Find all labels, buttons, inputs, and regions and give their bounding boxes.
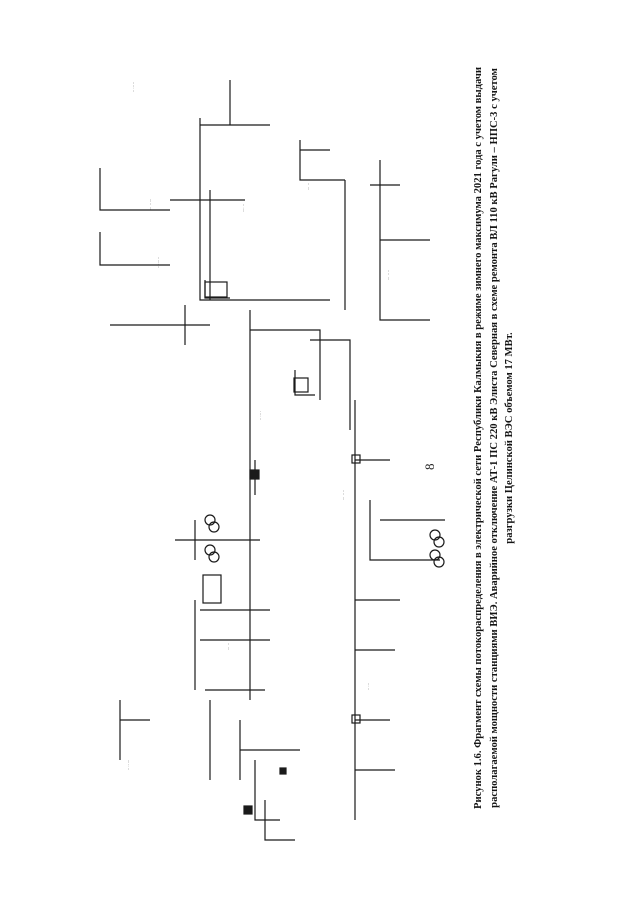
switch-block — [202, 574, 222, 604]
bus-line — [199, 118, 330, 301]
bus-line — [310, 339, 351, 430]
bus-line — [379, 160, 430, 321]
diagram-label: ··· ·· ··· — [149, 199, 153, 210]
diagram-label: ··· ·· — [307, 183, 311, 190]
figure-caption: Рисунок 1.6. Фрагмент схемы потокораспре… — [471, 58, 518, 818]
breaker — [279, 767, 287, 775]
switch-block — [351, 454, 361, 464]
diagram-label: ··· ·· — [227, 643, 231, 650]
switch-block — [204, 281, 228, 298]
diagram-label: ·· ·· ··· — [127, 760, 131, 770]
diagram-label: ·· ··· · — [259, 411, 263, 420]
breaker — [249, 469, 260, 480]
diagram-label: ··· ·· ·· — [342, 490, 346, 500]
diagram-label: ·· ···· ·· — [157, 257, 161, 268]
bus-line — [254, 760, 280, 821]
page-number: 8 — [422, 463, 437, 471]
transformer — [208, 551, 220, 563]
bus-line — [99, 168, 170, 211]
caption-line: Рисунок 1.6. Фрагмент схемы потокораспре… — [473, 67, 484, 809]
transformer — [433, 536, 445, 548]
diagram-label: ·· ··· ·· — [132, 82, 136, 92]
bus-line — [204, 280, 230, 299]
bus-line — [299, 140, 345, 181]
caption-line: разгрузки Целинской ВЭС объемом 17 МВт. — [504, 332, 515, 544]
bus-line — [369, 500, 440, 561]
breaker — [243, 805, 253, 815]
transformer — [208, 521, 220, 533]
bus-line — [99, 232, 170, 266]
diagram-label: ·· ··· — [367, 683, 371, 690]
bus-line — [294, 370, 315, 396]
diagram-label: ··· ·· ·· — [387, 270, 391, 280]
bus-line — [250, 329, 321, 400]
bus-line — [264, 800, 295, 841]
diagram-label: ···· ·· — [242, 204, 246, 212]
switch-block — [351, 714, 361, 724]
caption-line: располагаемой мощности станциями ВИЭ. Ав… — [488, 68, 500, 808]
switch-block — [293, 377, 309, 393]
transformer — [433, 556, 445, 568]
